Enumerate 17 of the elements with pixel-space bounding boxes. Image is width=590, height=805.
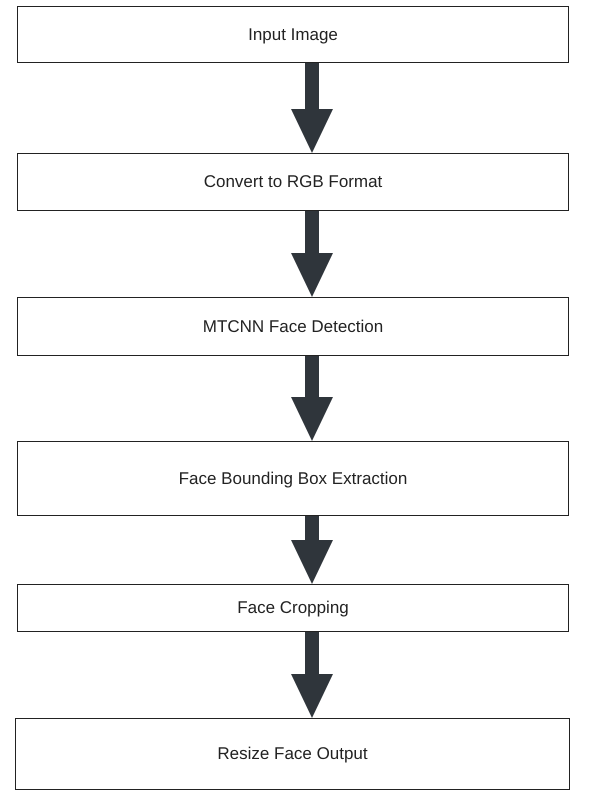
step-label: Resize Face Output (217, 744, 368, 764)
process-box (17, 297, 569, 356)
arrow (291, 516, 333, 584)
arrow (291, 63, 333, 153)
step-label: Input Image (248, 24, 338, 44)
arrow (291, 356, 333, 441)
step-label: Face Bounding Box Extraction (178, 468, 408, 488)
process-box (17, 153, 569, 211)
step-label: MTCNN Face Detection (202, 316, 384, 336)
arrow (291, 632, 333, 718)
process-box (17, 6, 569, 63)
step-label: Face Cropping (237, 598, 349, 618)
process-box (15, 718, 570, 790)
step-label: Convert to RGB Format (204, 172, 382, 192)
process-box (17, 584, 569, 632)
process-box (17, 441, 569, 516)
arrow (291, 211, 333, 297)
